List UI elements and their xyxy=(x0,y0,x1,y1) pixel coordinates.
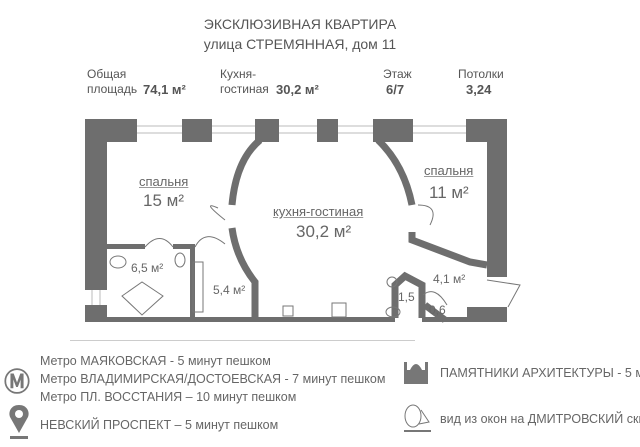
address: улица СТРЕМЯННАЯ, дом 11 xyxy=(203,36,397,52)
room-area: 30,2 м² xyxy=(296,222,352,241)
metro-list: Метро МАЯКОВСКАЯ - 5 минут пешком Метро … xyxy=(40,352,385,406)
stat-ceiling-value: 3,24 xyxy=(466,82,492,97)
metro-item: Метро ПЛ. ВОССТАНИЯ – 10 минут пешком xyxy=(40,390,297,404)
stat-kitchen-value: 30,2 м² xyxy=(276,82,319,97)
metro-icon: Ⓜ xyxy=(4,367,31,397)
room-area: 11 м² xyxy=(429,183,469,202)
room-area: 15 м² xyxy=(143,191,184,210)
monuments-text: ПАМЯТНИКИ АРХИТЕКТУРЫ - 5 минут xyxy=(440,366,640,380)
stat-label: Общая xyxy=(87,67,127,81)
curved-walls xyxy=(228,137,488,323)
doors xyxy=(109,204,521,318)
stat-total-value: 74,1 м² xyxy=(143,82,186,97)
walls xyxy=(85,119,507,322)
nevsky-text: НЕВСКИЙ ПРОСПЕКТ – 5 минут пешком xyxy=(40,418,279,432)
location-pin-icon xyxy=(9,405,29,439)
metro-item: Метро ВЛАДИМИРСКАЯ/ДОСТОЕВСКАЯ - 7 минут… xyxy=(40,372,386,386)
stat-label: площадь xyxy=(87,82,138,96)
stat-floor-label: Этаж xyxy=(383,67,412,81)
trees-icon xyxy=(404,404,431,432)
stat-floor-value: 6/7 xyxy=(386,82,405,97)
stat-label: Кухня- xyxy=(220,67,257,81)
room-area: 4,1 м² xyxy=(433,272,466,286)
stat-ceiling-label: Потолки xyxy=(458,67,504,81)
room-area: 5,4 м² xyxy=(213,283,246,297)
room-label: спальня xyxy=(424,163,474,178)
view-text: вид из окон на ДМИТРОВСКИЙ сквер xyxy=(440,412,640,426)
stat-kitchen-label: Кухня- гостиная xyxy=(220,67,269,97)
windows xyxy=(91,125,466,305)
stat-total-label: Общая площадь xyxy=(87,67,137,97)
title: ЭКСКЛЮЗИВНАЯ КВАРТИРА xyxy=(203,16,397,32)
room-label: кухня-гостиная xyxy=(273,204,364,219)
metro-item: Метро МАЯКОВСКАЯ - 5 минут пешком xyxy=(40,354,271,368)
room-area: 0,6 xyxy=(429,303,446,317)
architecture-icon xyxy=(404,362,428,384)
stat-label: гостиная xyxy=(220,82,269,96)
divider xyxy=(70,340,415,341)
room-area: 6,5 м² xyxy=(131,261,164,275)
room-area: 1,5 xyxy=(398,290,415,304)
room-label: спальня xyxy=(139,174,189,189)
